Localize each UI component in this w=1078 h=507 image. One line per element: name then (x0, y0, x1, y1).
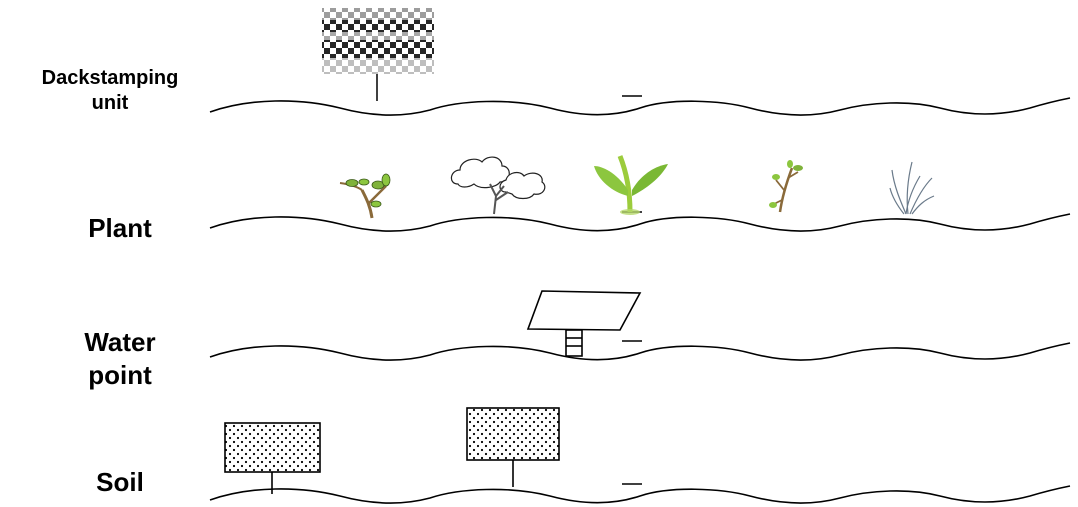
ground-line-water (210, 341, 1070, 360)
dotted-soil-sign-icon (225, 423, 320, 494)
checkered-pattern-icon (322, 8, 434, 101)
panel-on-stand-icon (528, 291, 640, 356)
ground-line-soil (210, 484, 1070, 503)
ground-line-dackstamping (210, 96, 1070, 115)
grass-tuft-icon (890, 162, 934, 214)
twig-icon (769, 160, 803, 212)
dotted-soil-sign-icon (467, 408, 559, 487)
ground-line-plant (210, 212, 1070, 231)
cloud-tree-icon (451, 157, 544, 214)
green-leaf-sprout-icon (594, 156, 668, 215)
sprout-icon (340, 174, 390, 218)
